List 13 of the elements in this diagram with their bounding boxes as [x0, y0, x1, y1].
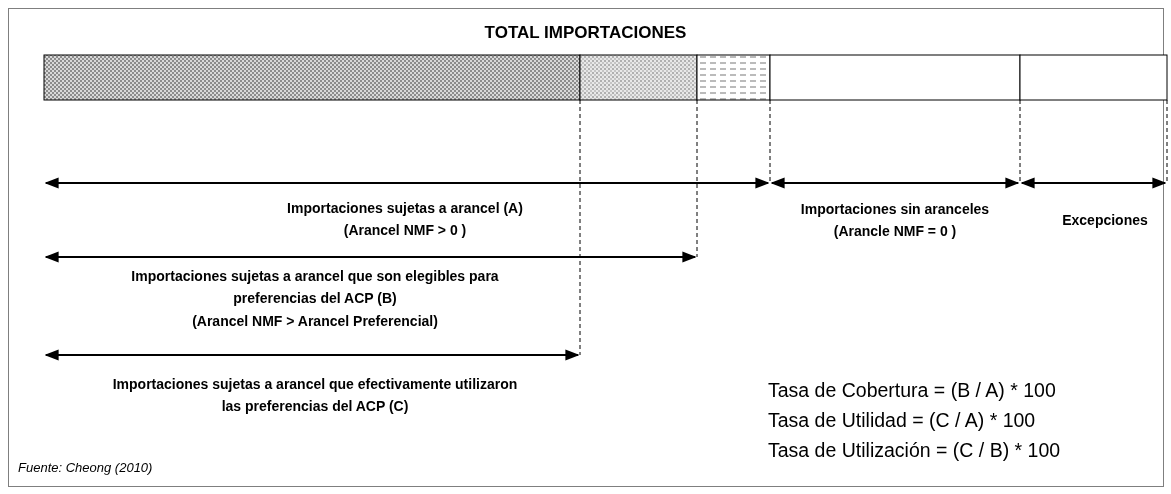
range-label: Importaciones sujetas a arancel que son elegibles para preferencias del ACP (B)	[130, 267, 500, 308]
range-label: Importaciones sujetas a arancel (A)	[286, 199, 524, 218]
range-label: Importaciones sin aranceles	[799, 200, 991, 219]
diagram-title: TOTAL IMPORTACIONES	[483, 22, 688, 44]
range-label: Importaciones sujetas a arancel que efectivamente utilizaron las preferencias del ACP (C)	[111, 375, 519, 416]
formula-text: Tasa de Utilización = (C / B) * 100	[768, 438, 1061, 463]
range-label: (Arancle NMF = 0 )	[832, 222, 958, 241]
range-label: (Arancel NMF > Arancel Preferencial)	[191, 312, 439, 331]
source-caption: Fuente: Cheong (2010)	[18, 460, 153, 475]
range-label: (Arancel NMF > 0 )	[342, 221, 468, 240]
formula-text: Tasa de Cobertura = (B / A) * 100	[768, 378, 1056, 403]
formula-text: Tasa de Utilidad = (C / A) * 100	[768, 408, 1036, 433]
range-label: Excepciones	[1061, 211, 1149, 230]
